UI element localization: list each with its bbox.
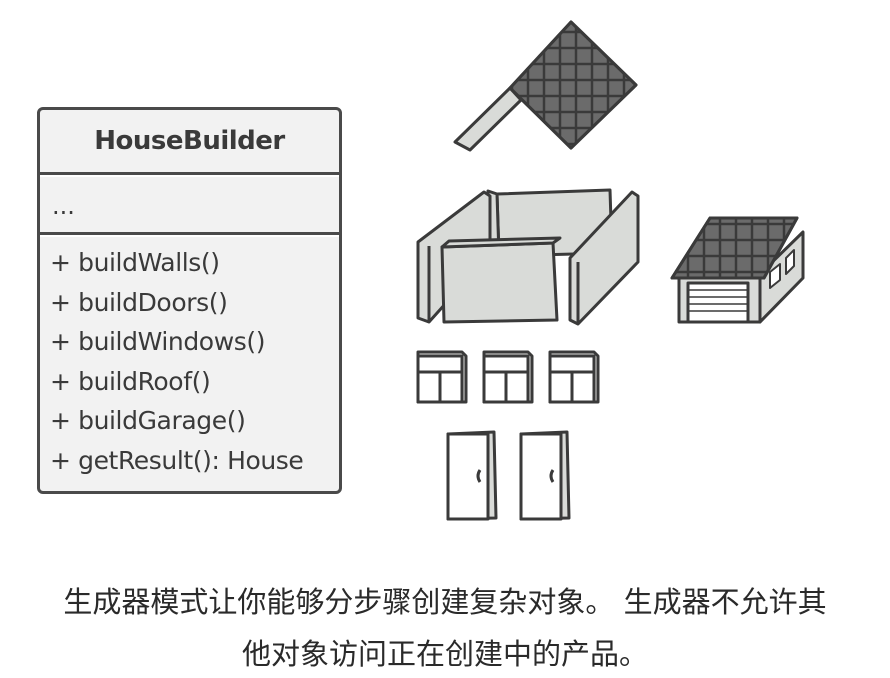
method-item: + buildRoof() [50,366,211,396]
class-name: HouseBuilder [40,110,339,175]
door-2-icon [519,430,571,521]
caption-line-1: 生成器模式让你能够分步骤创建复杂对象。 生成器不允许其 [63,585,827,619]
class-fields: ... [40,175,339,235]
roof-icon [453,20,638,152]
method-item: + buildWalls() [50,248,220,277]
window-1-icon [416,350,468,404]
garage-icon [670,216,805,324]
caption-line-2: 他对象访问正在创建中的产品。 [241,637,648,671]
walls-icon [416,188,640,326]
method-item: + buildDoors() [50,287,228,317]
door-1-icon [446,430,498,521]
house-parts-illustration [416,20,805,521]
method-item: + buildGarage() [50,406,246,436]
class-methods: + buildWalls() + buildDoors() + buildWin… [40,235,339,481]
method-item: + buildWindows() [50,327,266,357]
doors-icon [446,430,571,521]
window-3-icon [548,350,600,404]
windows-icon [416,350,600,404]
uml-class-box: HouseBuilder ... + buildWalls() + buildD… [37,107,342,494]
method-item: + getResult(): House [50,445,304,475]
window-2-icon [482,350,534,404]
